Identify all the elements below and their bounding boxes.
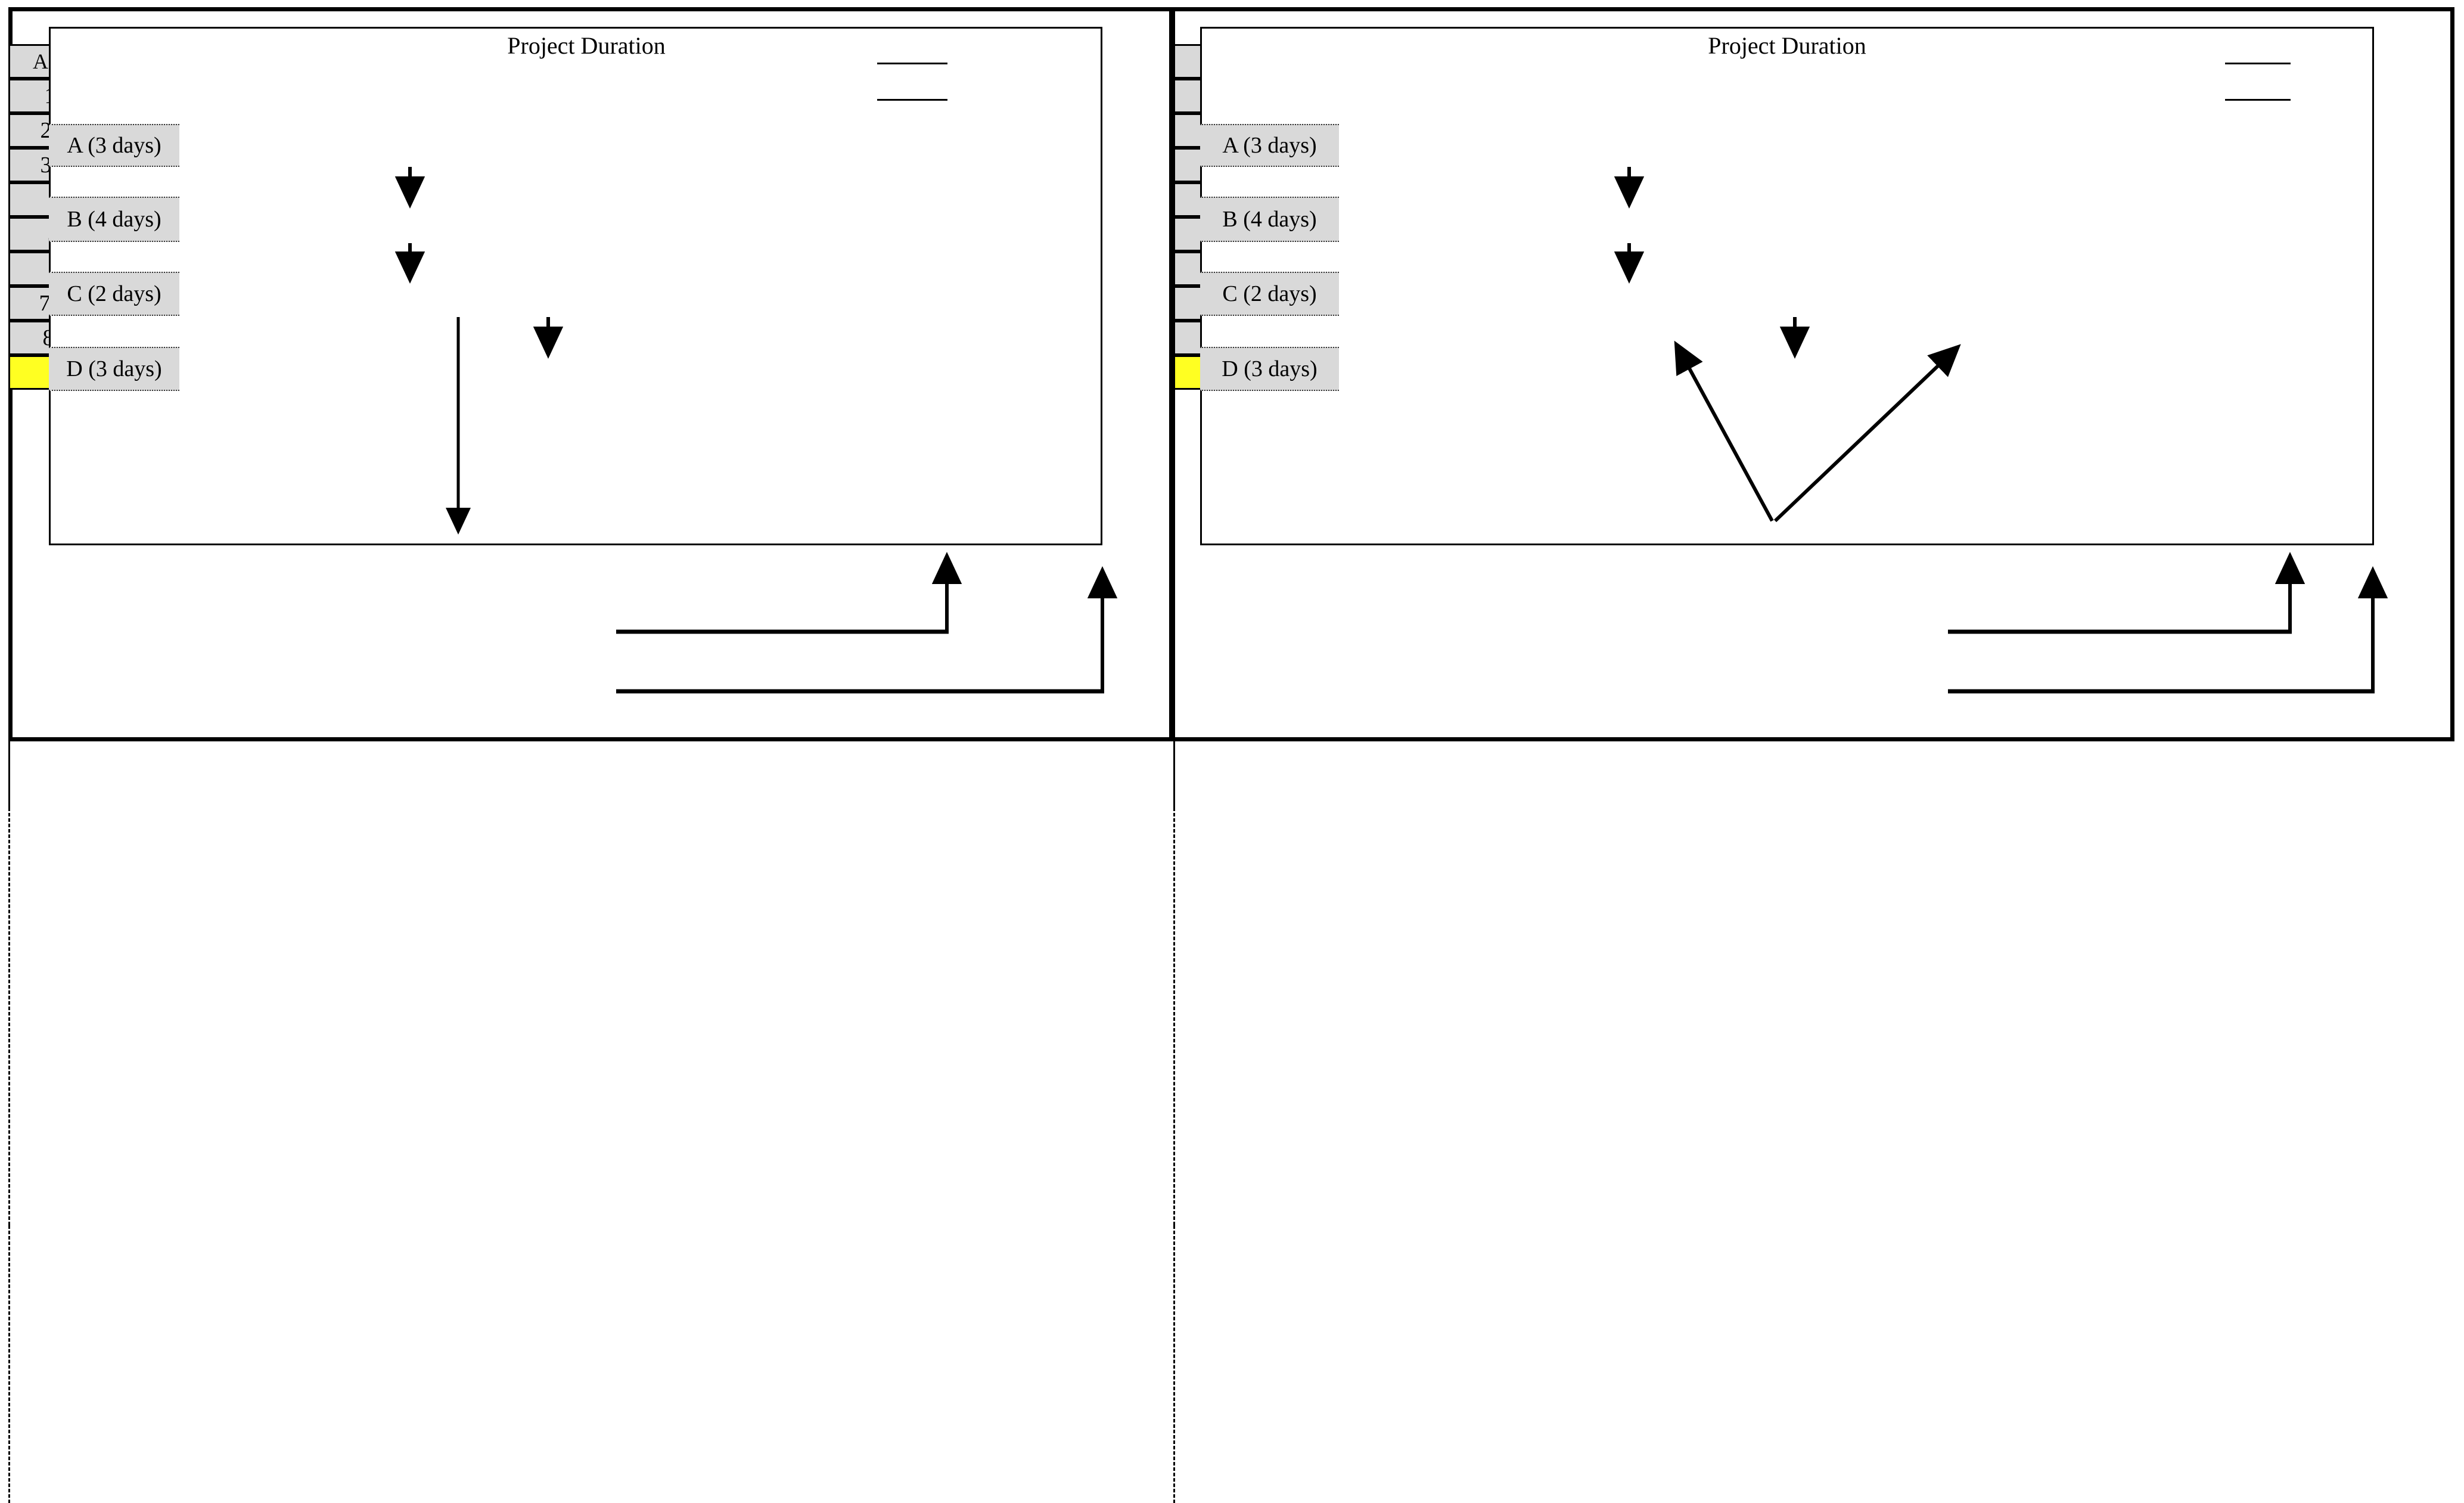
- day-header-gap-b: [2225, 63, 2291, 101]
- grid-col-activities-b: [1173, 390, 1175, 808]
- activities-col-rule-title-a: [8, 9, 10, 44]
- panel-b-concurrent-effects: Project Duration Activities 1 2 3 4 5 6 …: [1173, 7, 2454, 1503]
- duration-header-b: Project Duration: [1708, 32, 1866, 59]
- activity-label-B-b: B (4 days): [1200, 197, 1339, 242]
- grid-col-1-b: [1173, 808, 1175, 1225]
- activity-label-D-b: D (3 days): [1200, 347, 1339, 391]
- panel-a-true-concurrent-delays: Project Duration Activities 1 2 3 4 5 6 …: [8, 7, 1169, 1503]
- gantt-table-a: [49, 27, 1102, 545]
- figure-page: Project Duration Activities 1 2 3 4 5 6 …: [8, 7, 2454, 1503]
- grid-col-activities-a: [8, 390, 10, 808]
- grid-col-2-b: [1173, 1225, 1175, 1503]
- activities-col-rule-title-b: [1173, 9, 1175, 44]
- activity-label-B-a: B (4 days): [49, 197, 179, 242]
- grid-col-2-a: [8, 1225, 10, 1503]
- grid-col-1-a: [8, 808, 10, 1225]
- duration-header-a: Project Duration: [507, 32, 666, 59]
- gantt-table-b: [1200, 27, 2374, 545]
- duration-header-rule-b: [1173, 7, 2347, 9]
- day-header-gap-a: [877, 63, 947, 101]
- duration-header-rule-a: [8, 7, 1062, 9]
- activity-label-C-b: C (2 days): [1200, 272, 1339, 316]
- activity-label-D-a: D (3 days): [49, 347, 179, 391]
- activity-label-C-a: C (2 days): [49, 272, 179, 316]
- activity-label-A-a: A (3 days): [49, 124, 179, 167]
- activity-label-A-b: A (3 days): [1200, 124, 1339, 167]
- panel-divider: [1169, 7, 1173, 741]
